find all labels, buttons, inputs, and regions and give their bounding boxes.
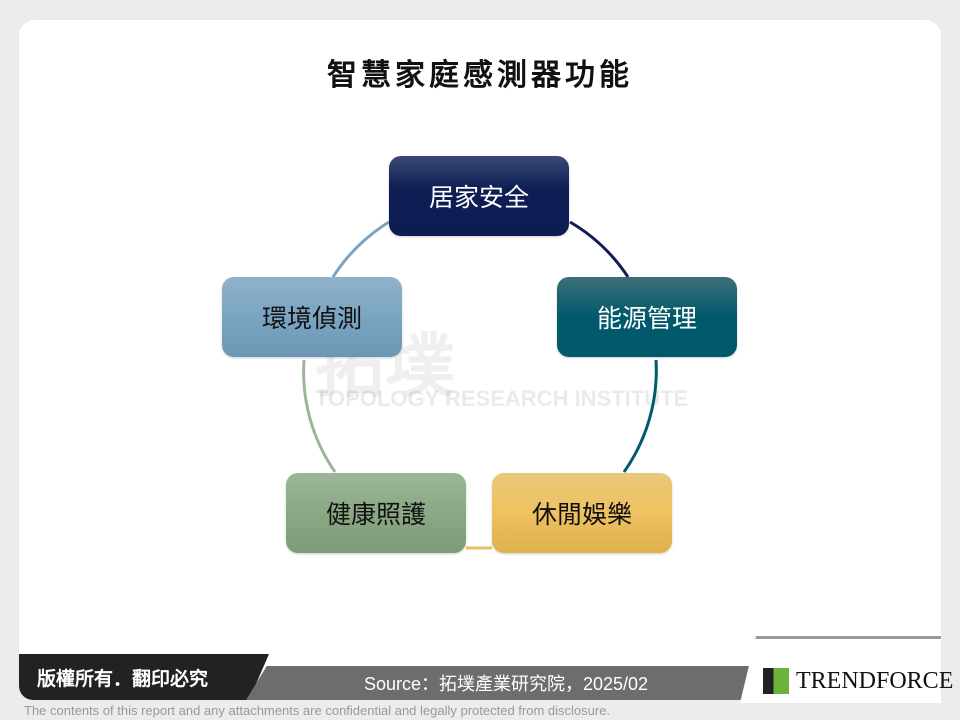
- node-environment-sensing: 環境偵測: [222, 277, 402, 357]
- arc-5-1: [331, 220, 390, 278]
- watermark-en: TOPOLOGY RESEARCH INSTITUTE: [315, 386, 689, 411]
- arc-1-2: [569, 220, 630, 278]
- arc-2-3: [622, 359, 658, 473]
- arc-4-5: [302, 359, 337, 473]
- trendforce-logo-icon: [763, 668, 789, 694]
- node-energy-management: 能源管理: [557, 277, 737, 357]
- disclaimer: The contents of this report and any atta…: [24, 703, 611, 718]
- node-health-care: 健康照護: [286, 473, 466, 553]
- page-title: 智慧家庭感測器功能: [327, 58, 633, 93]
- node-entertainment: 休閒娛樂: [492, 473, 672, 553]
- copyright-banner: 版權所有．翻印必究: [19, 654, 269, 700]
- slide-card: [19, 20, 941, 700]
- trendforce-logo-text: TRENDFORCE: [796, 668, 954, 694]
- source-banner: Source：拓墣產業研究院，2025/02: [246, 666, 766, 700]
- node-home-security: 居家安全: [389, 156, 569, 236]
